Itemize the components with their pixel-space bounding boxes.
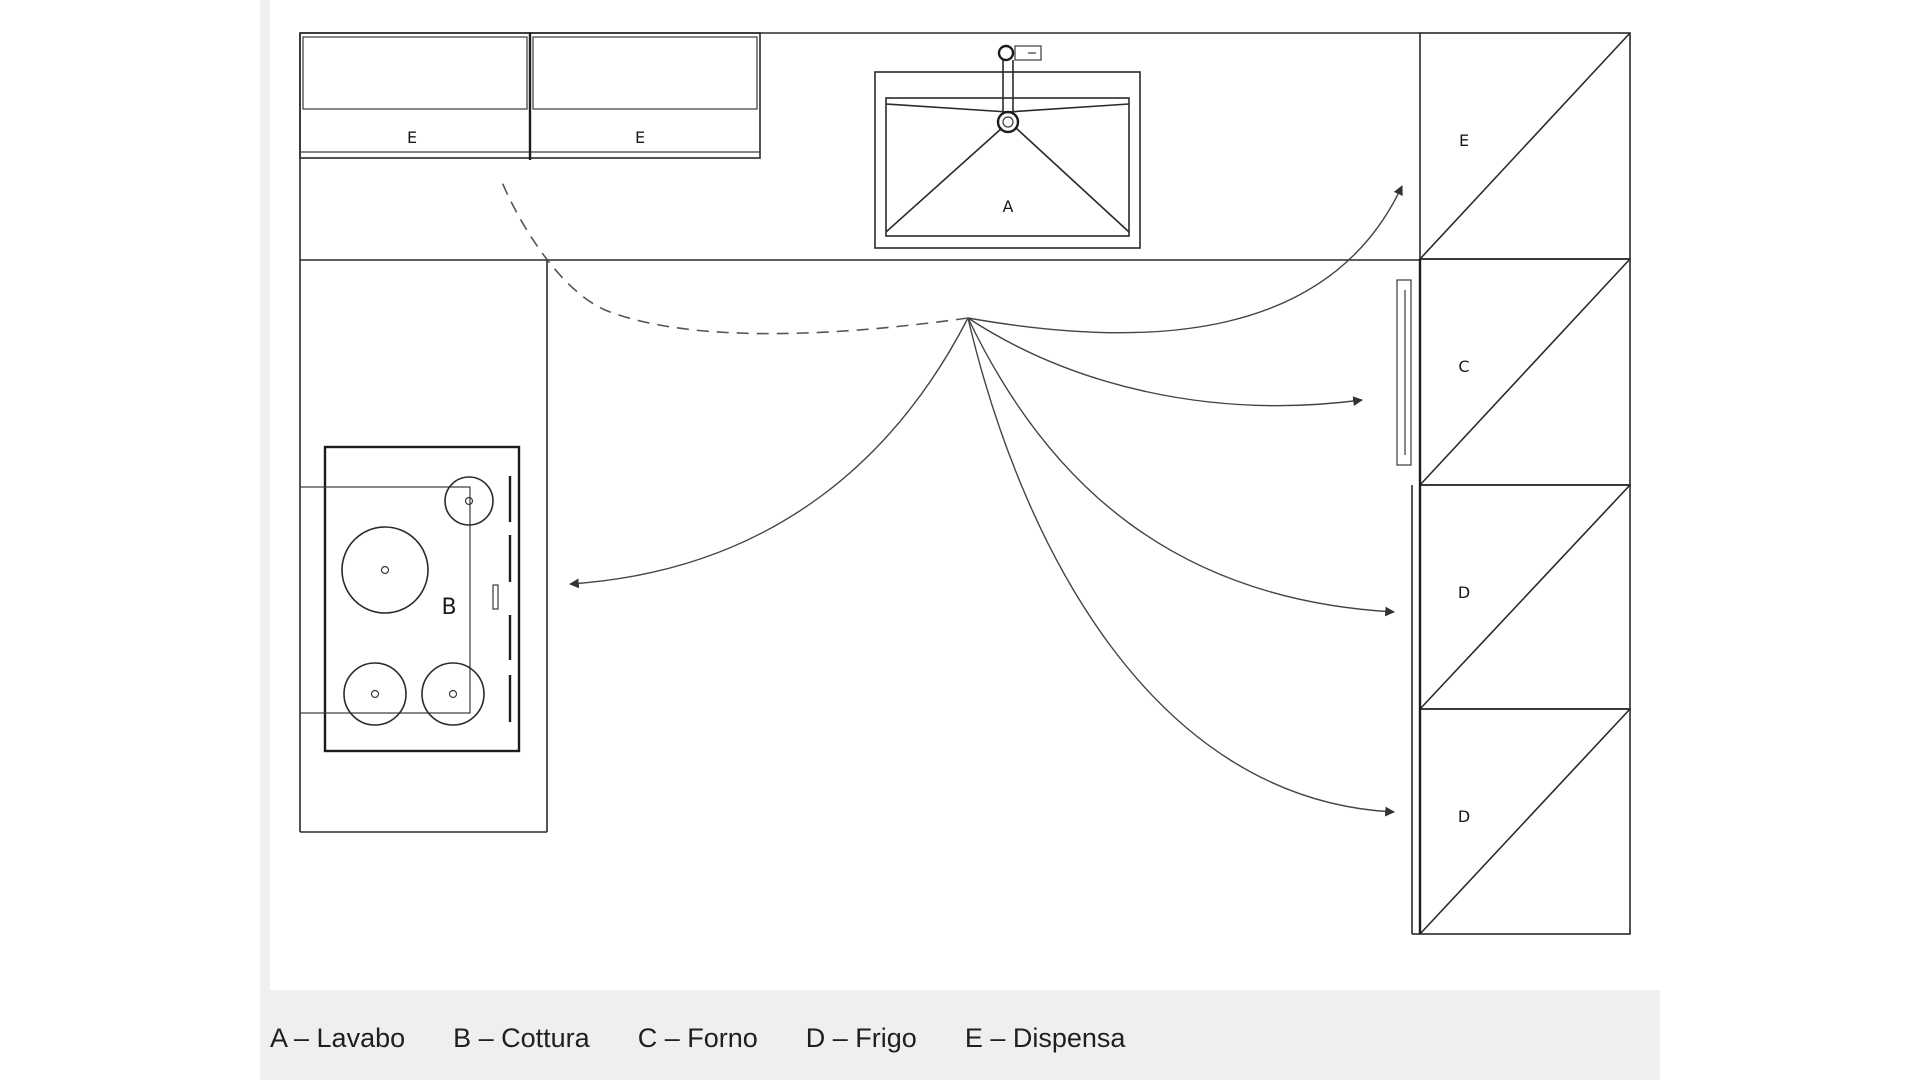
- tall-unit-plinth: [1411, 259, 1422, 935]
- wall-cabinet-right: E: [528, 32, 761, 160]
- flow-arrow-to-fridge-upper: [967, 317, 1395, 617]
- pantry-label-right: E: [1459, 131, 1469, 150]
- flow-lines: [501, 181, 1403, 817]
- legend-item-oven: C – Forno: [637, 1022, 758, 1053]
- oven-unit: C: [1396, 258, 1631, 486]
- wall-cabinet-left: E: [299, 32, 531, 159]
- legend-item-pantry: E – Dispensa: [964, 1022, 1126, 1053]
- cooktop: B: [299, 445, 521, 753]
- flow-path-to-wall-cabinets: [501, 181, 969, 335]
- fridge-upper-unit: D: [1419, 484, 1631, 710]
- oven-label: C: [1458, 357, 1469, 376]
- legend-item-fridge: D – Frigo: [805, 1022, 917, 1053]
- pantry-right-unit: E: [1419, 32, 1631, 260]
- flow-arrow-to-fridge-lower: [967, 317, 1395, 817]
- fridge-label-upper: D: [1458, 583, 1470, 602]
- sink-label: A: [1003, 197, 1014, 216]
- flow-arrow-to-cooktop: [569, 317, 969, 589]
- floor-plan-panel: [270, 0, 1660, 990]
- fridge-label-lower: D: [1458, 807, 1470, 826]
- sink: A: [874, 44, 1141, 249]
- fridge-lower-unit: D: [1419, 708, 1631, 935]
- flow-arrow-to-pantry: [967, 185, 1403, 334]
- figure-frame: [260, 0, 1660, 1080]
- top-counter: [299, 32, 1420, 261]
- legend-item-cooktop: B – Cottura: [453, 1022, 590, 1053]
- hob-label: B: [441, 595, 456, 620]
- flow-arrow-to-oven: [967, 317, 1363, 407]
- pantry-label-top-mid: E: [635, 128, 645, 147]
- legend-item-sink: A – Lavabo: [270, 1022, 406, 1053]
- pantry-label-top-left: E: [407, 128, 417, 147]
- legend: A – Lavabo B – Cottura C – Forno D – Fri…: [270, 1018, 1125, 1058]
